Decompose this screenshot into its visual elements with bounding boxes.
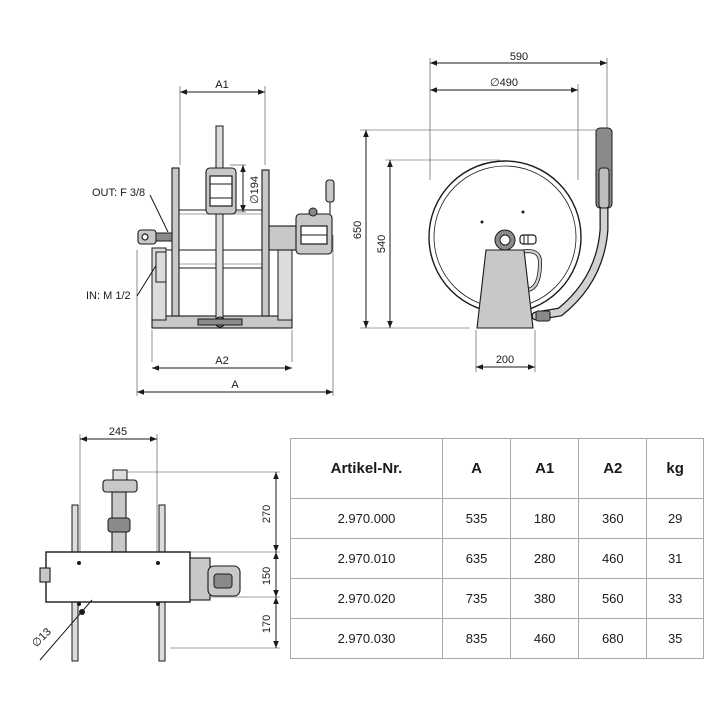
- cell-a1: 460: [510, 618, 580, 659]
- dim-150-label: 150: [261, 567, 273, 585]
- svg-text:∅13: ∅13: [30, 626, 54, 650]
- header-a2: A2: [578, 438, 648, 499]
- cell-a: 835: [441, 618, 512, 659]
- header-a1: A1: [510, 438, 580, 499]
- dim-490-label: 490: [500, 77, 518, 89]
- cell-kg: 29: [646, 498, 704, 539]
- header-kg: kg: [646, 438, 704, 499]
- dim-170-label: 170: [261, 615, 273, 633]
- table-row: 2.970.030 835 460 680 35: [290, 618, 704, 659]
- dim-650-label: 650: [352, 221, 364, 239]
- label-out: OUT: F 3/8: [92, 187, 145, 199]
- side-view: A1 A2 A ∅194 OUT: F: [86, 79, 335, 396]
- cell-a1: 380: [510, 578, 580, 619]
- gear-housing: [268, 225, 298, 251]
- table-row: 2.970.010 635 280 460 31: [290, 538, 704, 579]
- crank-handle: [325, 179, 335, 203]
- spec-table: Artikel-Nr. A A1 A2 kg 2.970.000 535 180…: [290, 438, 704, 659]
- svg-text:∅194: ∅194: [249, 176, 261, 204]
- front-view: 590 ∅490 650 540 200: [352, 51, 613, 372]
- drum-flange-left: [171, 167, 180, 317]
- cell-a2: 460: [578, 538, 648, 579]
- dim-270-label: 270: [261, 505, 273, 523]
- cell-artikel-nr: 2.970.000: [290, 498, 443, 539]
- cell-artikel-nr: 2.970.010: [290, 538, 443, 579]
- cell-kg: 33: [646, 578, 704, 619]
- top-gear-housing: [189, 557, 211, 601]
- cell-a: 535: [441, 498, 512, 539]
- drum-flange-right: [261, 169, 270, 317]
- dim-200-label: 200: [496, 354, 514, 366]
- table-row: 2.970.020 735 380 560 33: [290, 578, 704, 619]
- cell-kg: 35: [646, 618, 704, 659]
- cell-a2: 560: [578, 578, 648, 619]
- table-row: 2.970.000 535 180 360 29: [290, 498, 704, 539]
- dim-a-label: A: [231, 379, 239, 391]
- cell-a: 735: [441, 578, 512, 619]
- cell-a1: 180: [510, 498, 580, 539]
- spec-table-header-row: Artikel-Nr. A A1 A2 kg: [290, 438, 704, 499]
- header-artikel-nr: Artikel-Nr.: [290, 438, 443, 499]
- label-in: IN: M 1/2: [86, 290, 131, 302]
- dim-245-label: 245: [109, 426, 127, 438]
- header-a: A: [441, 438, 512, 499]
- cell-a: 635: [441, 538, 512, 579]
- dim-590-label: 590: [510, 51, 528, 63]
- cell-kg: 31: [646, 538, 704, 579]
- dim-540-label: 540: [376, 235, 388, 253]
- diameter-symbol-front: ∅: [490, 77, 500, 89]
- cell-artikel-nr: 2.970.020: [290, 578, 443, 619]
- cell-a2: 680: [578, 618, 648, 659]
- diameter-symbol: ∅: [249, 194, 261, 204]
- cell-a1: 280: [510, 538, 580, 579]
- dim-a1-label: A1: [215, 79, 228, 91]
- stand: [476, 249, 534, 329]
- cell-artikel-nr: 2.970.030: [290, 618, 443, 659]
- dim-a2-label: A2: [215, 355, 228, 367]
- svg-text:∅490: ∅490: [490, 77, 518, 89]
- top-view: 245 270 150 170 ∅13: [30, 426, 280, 662]
- top-handle: [102, 479, 138, 493]
- housing: [45, 551, 191, 603]
- cell-a2: 360: [578, 498, 648, 539]
- dim-hub-diameter: 194: [249, 176, 261, 194]
